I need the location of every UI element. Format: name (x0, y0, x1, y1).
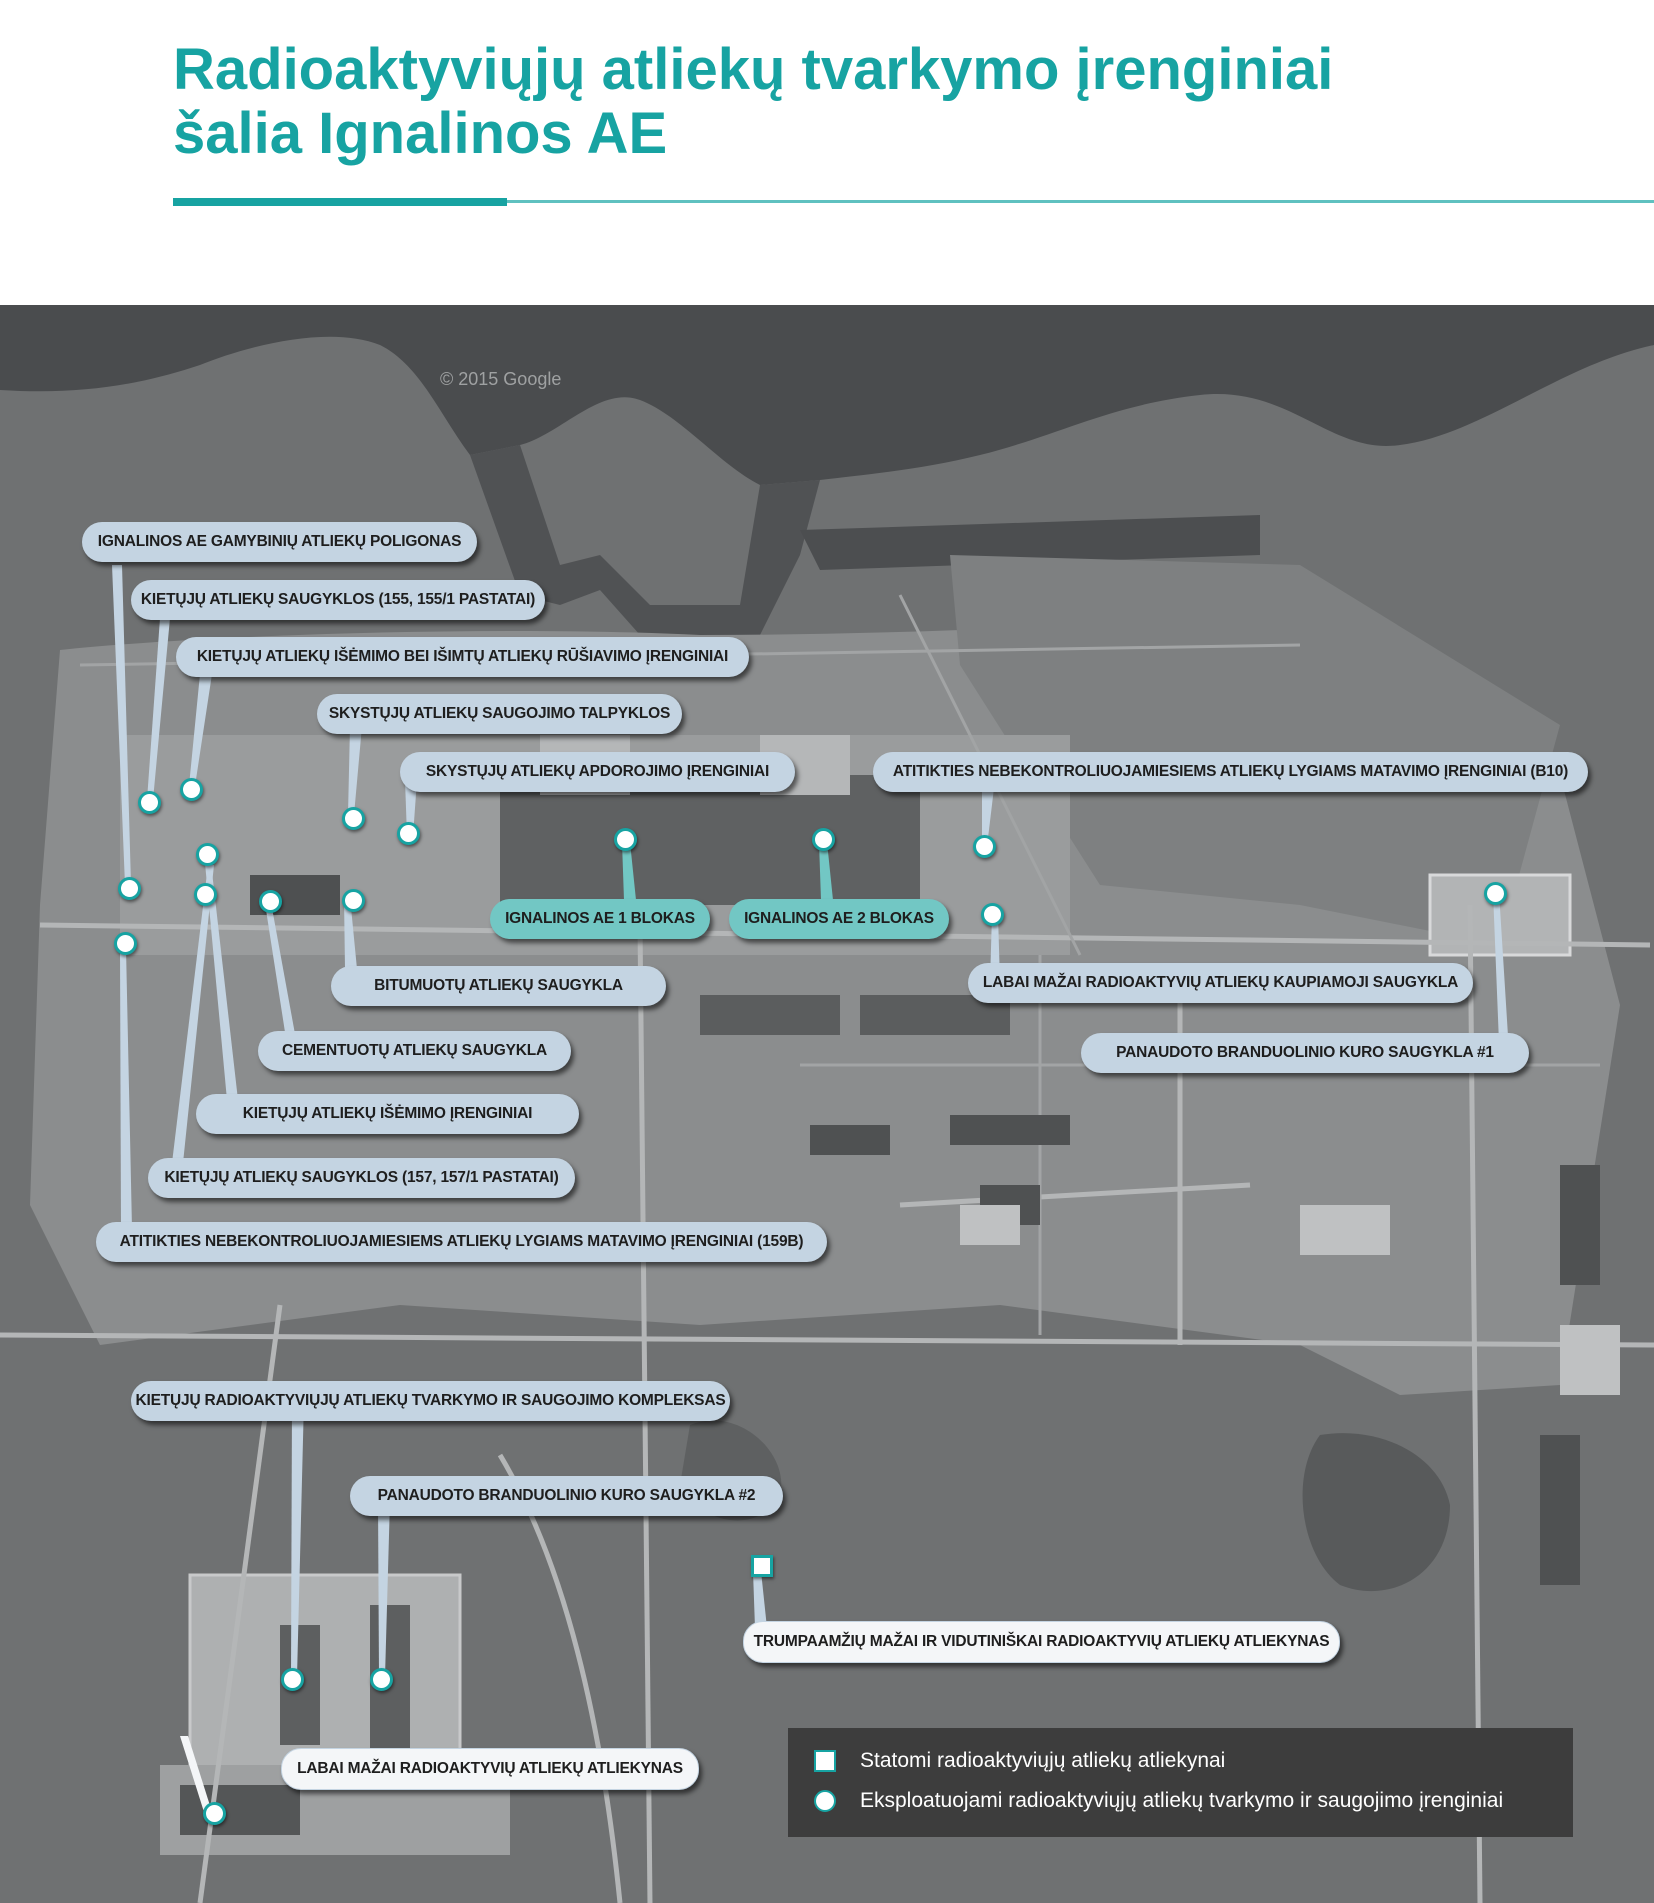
title-line-1: Radioaktyviųjų atliekų tvarkymo įrengini… (173, 37, 1334, 102)
title-rule-accent (173, 198, 507, 206)
circle-marker-icon (814, 1790, 836, 1812)
map-label-kuro2[interactable]: PANAUDOTO BRANDUOLINIO KURO SAUGYKLA #2 (350, 1476, 783, 1516)
marker-trumpaamziu[interactable] (751, 1555, 773, 1577)
marker-atliekynas[interactable] (203, 1802, 226, 1825)
marker-b10[interactable] (973, 835, 996, 858)
marker-isemimo-rusiavimo[interactable] (180, 778, 203, 801)
map-label-blokas1[interactable]: IGNALINOS AE 1 BLOKAS (490, 899, 710, 939)
map-legend: Statomi radioaktyviųjų atliekų atliekyna… (788, 1728, 1573, 1837)
page-title: Radioaktyviųjų atliekų tvarkymo įrengini… (173, 38, 1333, 166)
map-label-trumpaamziu[interactable]: TRUMPAAMŽIŲ MAŽAI IR VIDUTINIŠKAI RADIOA… (743, 1621, 1340, 1663)
map-label-blokas2[interactable]: IGNALINOS AE 2 BLOKAS (729, 899, 949, 939)
marker-saugyklos157[interactable] (194, 883, 217, 906)
map-watermark: © 2015 Google (440, 369, 561, 389)
marker-cementuotu[interactable] (259, 890, 282, 913)
marker-blokas2[interactable] (812, 828, 835, 851)
map-label-bitumuotu[interactable]: BITUMUOTŲ ATLIEKŲ SAUGYKLA (331, 966, 666, 1006)
marker-apdorojimo[interactable] (397, 822, 420, 845)
marker-talpyklos[interactable] (342, 807, 365, 830)
marker-bitumuotu[interactable] (342, 889, 365, 912)
map-label-saugyklos157[interactable]: KIETŲJŲ ATLIEKŲ SAUGYKLOS (157, 157/1 PA… (148, 1158, 575, 1198)
map-label-isemimo[interactable]: KIETŲJŲ ATLIEKŲ IŠĖMIMO ĮRENGINIAI (196, 1094, 579, 1134)
map-label-poligonas[interactable]: IGNALINOS AE GAMYBINIŲ ATLIEKŲ POLIGONAS (82, 522, 477, 562)
map-label-kuro1[interactable]: PANAUDOTO BRANDUOLINIO KURO SAUGYKLA #1 (1081, 1033, 1529, 1073)
map-label-cementuotu[interactable]: CEMENTUOTŲ ATLIEKŲ SAUGYKLA (258, 1031, 571, 1071)
map-label-isemimo-rusiavimo[interactable]: KIETŲJŲ ATLIEKŲ IŠĖMIMO BEI IŠIMTŲ ATLIE… (176, 637, 749, 677)
map-label-kaupiamoji[interactable]: LABAI MAŽAI RADIOAKTYVIŲ ATLIEKŲ KAUPIAM… (968, 963, 1473, 1003)
legend-text: Eksploatuojami radioaktyviųjų atliekų tv… (860, 1789, 1504, 1812)
marker-poligonas[interactable] (118, 877, 141, 900)
marker-kaupiamoji[interactable] (981, 903, 1004, 926)
map-label-atliekynas[interactable]: LABAI MAŽAI RADIOAKTYVIŲ ATLIEKŲ ATLIEKY… (281, 1748, 699, 1790)
marker-159b[interactable] (114, 932, 137, 955)
square-marker-icon (814, 1750, 836, 1772)
legend-text: Statomi radioaktyviųjų atliekų atliekyna… (860, 1749, 1226, 1772)
marker-isemimo[interactable] (196, 843, 219, 866)
title-line-2: šalia Ignalinos AE (173, 101, 668, 166)
map-label-b10[interactable]: ATITIKTIES NEBEKONTROLIUOJAMIESIEMS ATLI… (873, 752, 1588, 792)
map-label-saugyklos155[interactable]: KIETŲJŲ ATLIEKŲ SAUGYKLOS (155, 155/1 PA… (131, 580, 545, 620)
map-label-kompleksas[interactable]: KIETŲJŲ RADIOAKTYVIŲJŲ ATLIEKŲ TVARKYMO … (131, 1381, 730, 1421)
marker-blokas1[interactable] (614, 828, 637, 851)
map-label-159b[interactable]: ATITIKTIES NEBEKONTROLIUOJAMIESIEMS ATLI… (96, 1222, 827, 1262)
map-label-apdorojimo[interactable]: SKYSTŲJŲ ATLIEKŲ APDOROJIMO ĮRENGINIAI (400, 752, 795, 792)
title-rule (173, 200, 1654, 203)
marker-kuro2[interactable] (370, 1668, 393, 1691)
marker-saugyklos155[interactable] (138, 791, 161, 814)
marker-kompleksas[interactable] (281, 1668, 304, 1691)
map-label-talpyklos[interactable]: SKYSTŲJŲ ATLIEKŲ SAUGOJIMO TALPYKLOS (317, 694, 682, 734)
marker-kuro1[interactable] (1484, 882, 1507, 905)
